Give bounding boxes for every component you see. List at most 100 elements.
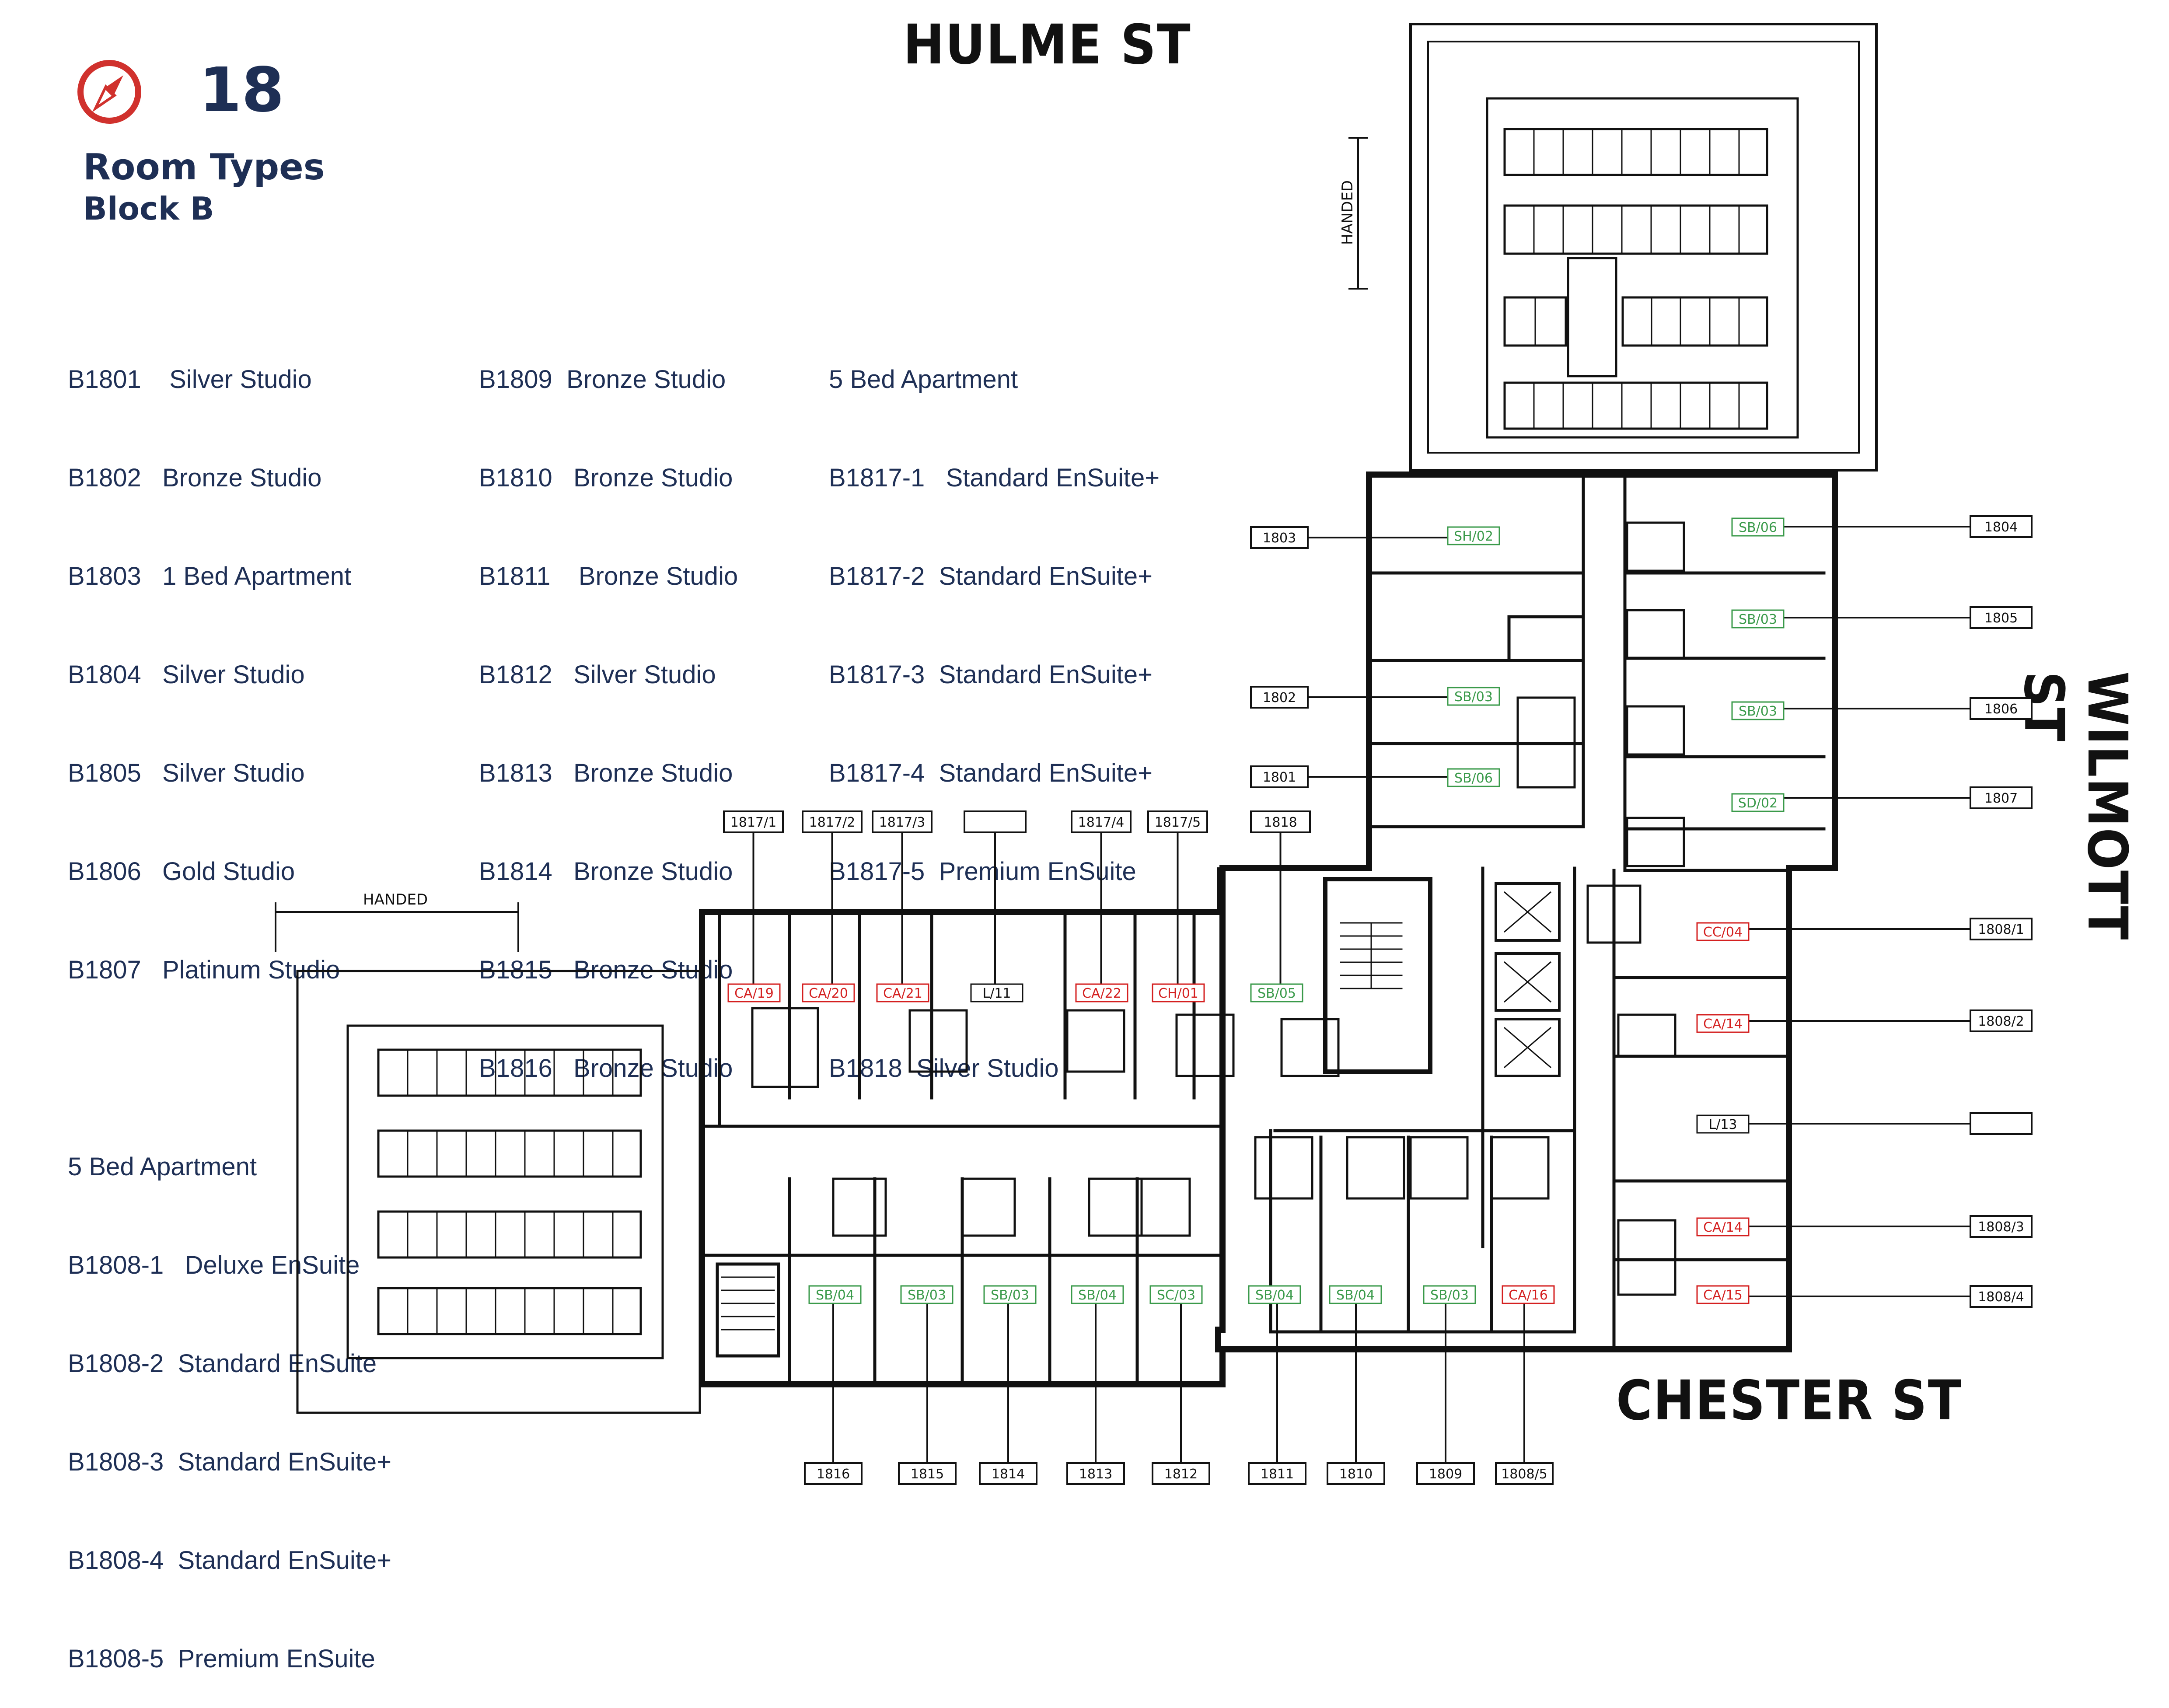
room-tag-green: SB/04: [808, 1285, 862, 1304]
callout-bottom: 1813: [1066, 1295, 1125, 1485]
street-south: CHESTER ST: [1616, 1369, 1963, 1432]
stair-treads: [1340, 922, 1403, 989]
callout-box: [1970, 515, 2033, 538]
tag-label: SB/04: [1255, 1288, 1294, 1303]
callout-box: [1970, 1215, 2033, 1238]
tag-box: [1071, 1285, 1124, 1304]
callout-label: 1810: [1339, 1467, 1373, 1482]
south-strip-partitions: [1269, 1129, 1576, 1334]
callout-label: 1808/1: [1978, 922, 2024, 937]
callout-label: 1802: [1263, 690, 1296, 706]
callout-box: [1495, 1462, 1554, 1485]
tag-label: CA/21: [883, 986, 922, 1001]
callout-box: [1970, 606, 2033, 629]
room-tag-red: CA/14: [1696, 1014, 1750, 1033]
legend-column-2: B1809 Bronze Studio B1810 Bronze Studio …: [479, 297, 738, 1118]
callout-bottom: 1808/5: [1495, 1295, 1554, 1485]
callout-box: [1066, 1462, 1125, 1485]
callout-box: [1416, 1462, 1475, 1485]
tag-label: CA/14: [1703, 1220, 1743, 1235]
tag-label: CC/04: [1703, 925, 1743, 940]
callout-label: 1817/3: [879, 815, 926, 830]
legend-item: B1810 Bronze Studio: [479, 464, 733, 492]
legend-item: B1804 Silver Studio: [68, 660, 305, 689]
tag-box: [1696, 1217, 1750, 1236]
room-tag-plain: L/13: [1696, 1114, 1750, 1134]
tag-label: CA/22: [1082, 986, 1121, 1001]
legend-item: B1801 Silver Studio: [68, 365, 312, 394]
legend-item: B1803 1 Bed Apartment: [68, 562, 352, 590]
room-tag-green: SB/04: [1329, 1285, 1382, 1304]
callout-box: [1250, 526, 1309, 549]
tag-box: [727, 983, 781, 1002]
lift-shafts: [1495, 882, 1561, 1077]
west-plant-enclosure: [346, 1024, 664, 1359]
west-roof-outline: [296, 970, 701, 1414]
tag-label: SB/03: [991, 1288, 1029, 1303]
callout-top: 1817/3: [872, 810, 933, 984]
tag-label: SC/03: [1157, 1288, 1195, 1303]
callout-label: 1806: [1984, 702, 2018, 717]
tag-label: SB/03: [908, 1288, 946, 1303]
legend-item: B1808-1 Deluxe EnSuite: [68, 1251, 360, 1279]
handed-label-west: HANDED: [363, 891, 428, 908]
tag-label: SH/02: [1454, 529, 1493, 544]
callout-left: 1802: [1250, 686, 1474, 709]
callout-box: [1970, 918, 2033, 940]
floor-number: 18: [199, 55, 284, 126]
tag-box: [1696, 1285, 1750, 1304]
callout-top: 1817/4: [1071, 810, 1132, 984]
tag-label: CA/16: [1509, 1288, 1548, 1303]
tag-box: [1447, 687, 1500, 706]
room-tag-green: SD/02: [1731, 793, 1785, 812]
legend-item: B1817-1 Standard EnSuite+: [829, 464, 1160, 492]
callout-left: 1801: [1250, 765, 1474, 788]
tag-label: SB/03: [1739, 612, 1777, 627]
callout-top: 1818: [1250, 810, 1311, 984]
tag-box: [1248, 1285, 1301, 1304]
callout-left: 1803: [1250, 526, 1474, 549]
handed-dim-north: [1348, 137, 1368, 290]
legend-item: B1814 Bronze Studio: [479, 857, 733, 886]
room-tag-green: SB/04: [1248, 1285, 1301, 1304]
legend-item: B1817-5 Premium EnSuite: [829, 857, 1136, 886]
plant-equipment: [1567, 257, 1617, 377]
tag-label: CH/01: [1158, 986, 1198, 1001]
callout-box: [1250, 686, 1309, 709]
pv-panel-dividers: [1533, 128, 1740, 430]
bathroom-pods-west: [751, 1007, 1235, 1237]
callout-label: 1808/5: [1501, 1467, 1547, 1482]
tag-box: [1250, 983, 1303, 1002]
callout-box: [872, 810, 933, 833]
callout-label: 1814: [992, 1467, 1025, 1482]
callout-label: 1812: [1164, 1467, 1198, 1482]
callout-right: [1745, 1112, 2033, 1135]
pv-panel-rows: [1503, 128, 1768, 430]
callout-label: 1818: [1264, 815, 1297, 830]
room-tag-green: SB/06: [1447, 768, 1500, 787]
callout-label: 1817/5: [1155, 815, 1201, 830]
callout-box: [1970, 786, 2033, 809]
room-tag-green: SB/06: [1731, 517, 1785, 537]
tag-label: CA/15: [1703, 1288, 1743, 1303]
callout-box: [1250, 810, 1311, 833]
callout-box: [1071, 810, 1132, 833]
plan-structure: [275, 23, 1878, 1414]
legend-item: B1812 Silver Studio: [479, 660, 716, 689]
callout-box: [1970, 1009, 2033, 1032]
west-stair: [716, 1262, 780, 1358]
plant-enclosure: [1486, 97, 1799, 439]
tag-box: [1149, 1285, 1203, 1304]
tag-label: L/11: [983, 986, 1011, 1001]
tag-box: [983, 1285, 1037, 1304]
tag-box: [1447, 768, 1500, 787]
callout-right: 1808/4: [1745, 1285, 2033, 1308]
legend-item: B1806 Gold Studio: [68, 857, 295, 886]
tag-label: SB/06: [1454, 771, 1493, 786]
callout-label: 1817/4: [1078, 815, 1125, 830]
west-wing-corridor: [700, 910, 1224, 1386]
tag-box: [1696, 1114, 1750, 1134]
tag-box: [1731, 793, 1785, 812]
legend-item: B1817-4 Standard EnSuite+: [829, 759, 1153, 787]
